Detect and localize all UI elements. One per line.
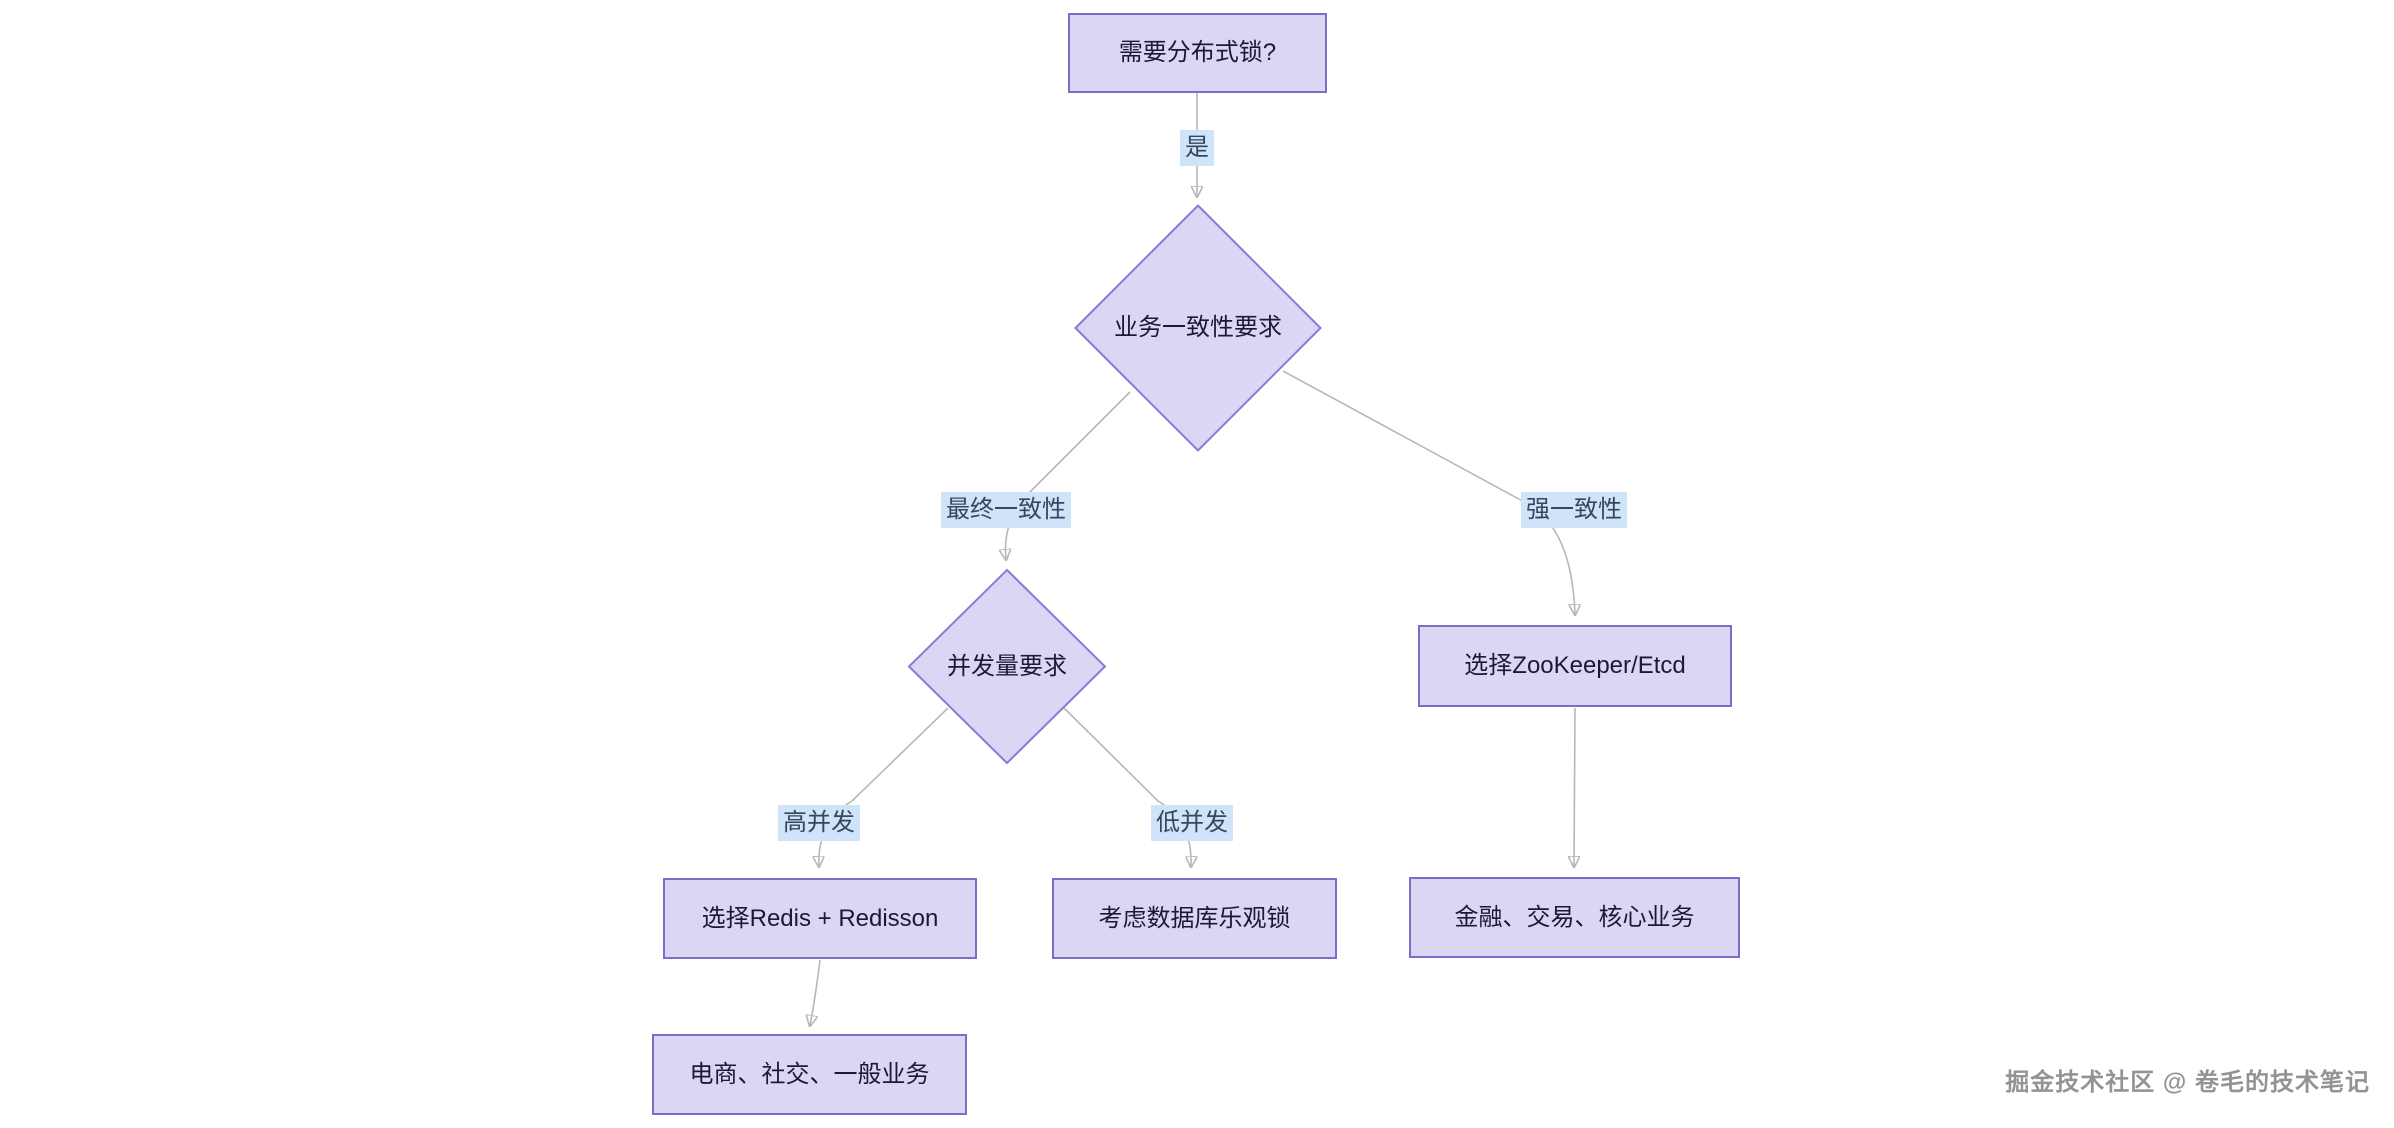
node-zookeeper-label: 选择ZooKeeper/Etcd [1464,652,1686,680]
node-finance: 金融、交易、核心业务 [1409,877,1740,958]
node-decision-consistency-label: 业务一致性要求 [1114,314,1282,342]
edge-label-yes: 是 [1180,130,1214,166]
node-redis: 选择Redis + Redisson [663,878,977,959]
node-decision-concurrency-label: 并发量要求 [947,652,1067,680]
edge-label-eventual-consistency: 最终一致性 [941,492,1071,528]
node-optimistic-lock: 考虑数据库乐观锁 [1052,878,1337,959]
node-decision-consistency: 业务一致性要求 [1073,203,1323,453]
node-ecommerce: 电商、社交、一般业务 [652,1034,967,1115]
node-decision-concurrency: 并发量要求 [907,568,1107,765]
edge-redis-ecommerce [810,959,821,1025]
node-start: 需要分布式锁? [1068,13,1327,93]
node-start-label: 需要分布式锁? [1118,39,1277,67]
edge-label-low-concurrency: 低并发 [1151,805,1233,841]
node-ecommerce-label: 电商、社交、一般业务 [689,1060,930,1088]
node-optimistic-lock-label: 考虑数据库乐观锁 [1098,904,1291,932]
edge-label-strong-consistency: 强一致性 [1521,492,1627,528]
node-redis-label: 选择Redis + Redisson [701,904,939,932]
edge-label-high-concurrency: 高并发 [778,805,860,841]
diamond-shape [1073,203,1323,453]
node-zookeeper: 选择ZooKeeper/Etcd [1418,625,1732,707]
diamond-shape [907,568,1107,765]
edge-zookeeper-finance [1574,707,1575,866]
watermark: 掘金技术社区 @ 卷毛的技术笔记 [2005,1069,2370,1096]
node-finance-label: 金融、交易、核心业务 [1454,903,1695,931]
